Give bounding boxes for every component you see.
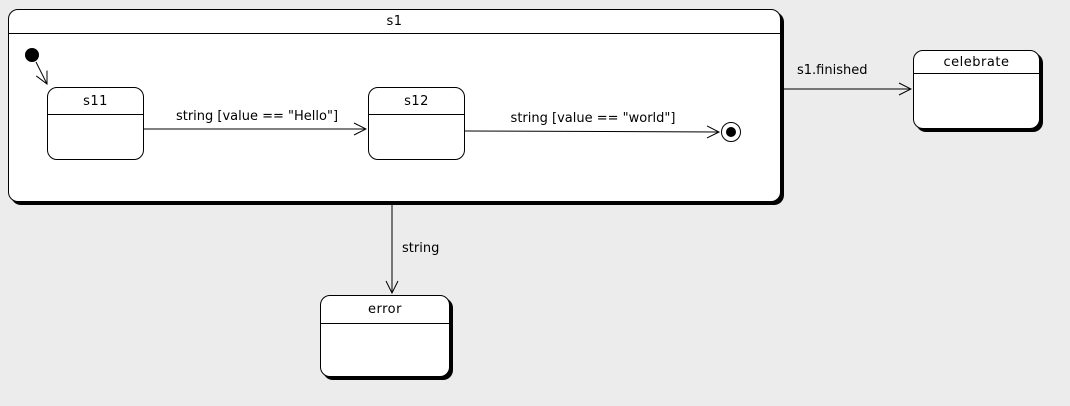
state-error[interactable]: error <box>320 295 450 377</box>
state-s11-title: s11 <box>48 88 143 115</box>
transition-label-s1-to-error[interactable]: string <box>402 241 440 256</box>
transition-label-s12-to-final[interactable]: string [value == "world"] <box>510 111 676 126</box>
state-s12[interactable]: s12 <box>368 87 465 160</box>
state-celebrate[interactable]: celebrate <box>913 50 1040 129</box>
transition-label-s11-to-s12[interactable]: string [value == "Hello"] <box>175 109 339 124</box>
transition-label-s1-to-celebrate[interactable]: s1.finished <box>797 63 868 78</box>
state-s11[interactable]: s11 <box>47 87 144 160</box>
state-s1-title: s1 <box>9 10 780 34</box>
state-celebrate-title: celebrate <box>914 51 1039 74</box>
state-error-title: error <box>321 296 449 324</box>
state-s12-title: s12 <box>369 88 464 115</box>
